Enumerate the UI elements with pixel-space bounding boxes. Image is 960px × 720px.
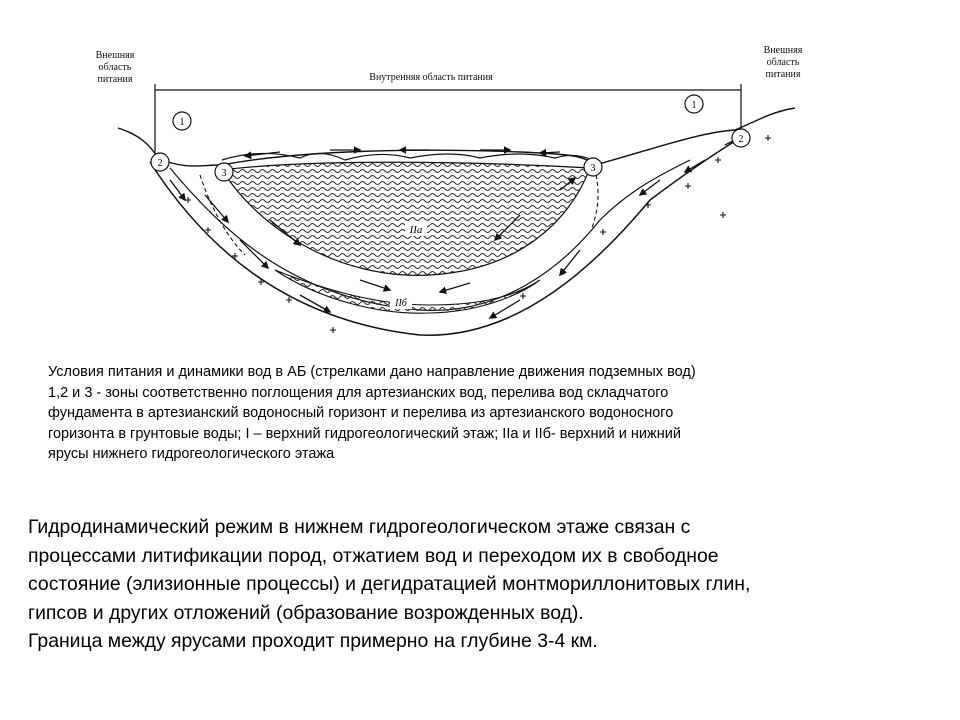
zone-circle-3-left: 3 [214, 162, 234, 182]
body-line: гипсов и других отложений (образование в… [28, 601, 584, 624]
tier-label-IIa: IIа [405, 222, 427, 236]
svg-text:IIа: IIа [409, 224, 423, 236]
dashed-line-right [591, 174, 599, 229]
label-outer-recharge-right: Внешняя область питания [763, 45, 803, 80]
svg-text:1: 1 [692, 100, 697, 111]
caption-line: горизонта в грунтовые воды; I – верхний … [48, 425, 681, 442]
svg-text:2: 2 [158, 158, 163, 169]
caption-line: Условия питания и динамики вод в АБ (стр… [48, 364, 696, 380]
basin-outer-boundary [149, 134, 746, 336]
caption-line: ярусы нижнего гидрогеологического этажа [48, 446, 335, 463]
tier-label-IIb: IIб [390, 296, 412, 309]
body-line: Гидродинамический режим в нижнем гидроге… [28, 516, 691, 538]
svg-text:IIб: IIб [394, 298, 408, 309]
label-outer-recharge-left: Внешняя область питания [95, 50, 135, 85]
body-line: Граница между ярусами проходит примерно … [28, 630, 598, 653]
zone-circle-2-right: 2 [731, 128, 751, 148]
zone-circle-1-left: 1 [172, 111, 192, 131]
zone-circle-2-left: 2 [150, 152, 170, 172]
artesian-basin-diagram: 1 1 2 2 3 3 IIа IIб [117, 84, 796, 336]
figure-caption: Условия питания и динамики вод в АБ (стр… [48, 362, 908, 465]
body-line: состояние (элизионные процессы) и дегидр… [28, 573, 751, 596]
svg-text:3: 3 [591, 163, 596, 174]
svg-text:2: 2 [739, 134, 744, 145]
body-line: процессами литификации пород, отжатием в… [28, 544, 719, 567]
tier-upper-IIa [220, 161, 591, 276]
flow-arrows [169, 134, 747, 319]
body-paragraph: Гидродинамический режим в нижнем гидроге… [28, 513, 938, 656]
zone-circle-1-right: 1 [684, 94, 704, 114]
svg-text:1: 1 [180, 117, 185, 128]
dashed-line-left [199, 174, 246, 256]
inner-area-span [154, 84, 742, 96]
caption-line: фундамента в артезианский водоносный гор… [48, 405, 674, 422]
svg-text:3: 3 [222, 168, 227, 179]
ground-surface [117, 107, 796, 167]
surface-streams [221, 152, 593, 161]
caption-line: 1,2 и 3 - зоны соответственно поглощения… [48, 384, 669, 401]
label-inner-recharge: Внутренняя область питания [369, 72, 493, 83]
zone-circle-3-right: 3 [583, 157, 603, 177]
basement-crosses [185, 135, 771, 333]
